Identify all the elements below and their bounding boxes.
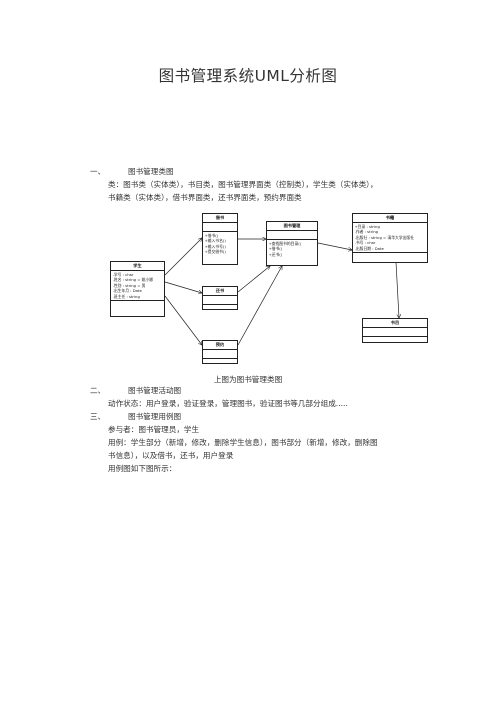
class-operation: +查找图书的目录(): [268, 240, 302, 246]
class-attribute: -姓名 : string = 姚小娜: [112, 277, 154, 283]
class-attribute: -出生年月 : Date: [112, 288, 142, 294]
class-manager-operations: +查找图书的目录() +借书() +还书(): [267, 240, 317, 258]
class-operation: +还书(): [268, 251, 283, 257]
section-2-text: 动作状态：用户登录，验证登录，管理图书，验证图书等几部分组成.....: [108, 399, 348, 408]
class-catalog: 书目: [362, 318, 428, 343]
section-3-text-line-4: 用例图如下图所示：: [108, 464, 177, 473]
section-3-text-line-1: 参与者：图书管理员，学生: [108, 425, 200, 434]
class-attribute: +目录 : string: [354, 223, 380, 229]
class-return: 还书: [202, 286, 238, 310]
class-return-operations: [203, 305, 237, 313]
class-borrow-operations: +借书() +输入书名() +输入书号() +提交借书(): [203, 232, 237, 255]
class-book-attributes: +目录 : string -作者 : string -出版社 : string …: [353, 223, 427, 253]
class-reserve: 预约: [202, 340, 238, 364]
assoc-manager-book: [317, 242, 352, 250]
class-student-attributes: -学号 : char -姓名 : string = 姚小娜 -性别 : stri…: [111, 271, 164, 301]
class-operation: +借书(): [268, 246, 283, 252]
class-reserve-name: 预约: [203, 341, 237, 350]
class-student-operations: [111, 301, 164, 308]
section-2-heading: 图书管理活动图: [128, 386, 182, 395]
class-attribute: -作者 : string: [354, 229, 379, 235]
assoc-book-catalog: [395, 261, 399, 318]
class-operation: +借书(): [204, 232, 219, 238]
class-catalog-operations: [363, 337, 427, 345]
section-3-number: 三、: [90, 412, 106, 421]
class-book: 书籍 +目录 : string -作者 : string -出版社 : stri…: [352, 213, 428, 263]
assoc-student-borrow: [164, 238, 202, 276]
class-attribute: -学号 : char: [112, 271, 134, 277]
class-borrow-name: 借书: [203, 214, 237, 223]
section-3-heading: 图书管理用例图: [128, 412, 182, 421]
page-title: 图书管理系统UML分析图: [158, 67, 338, 85]
class-attribute: -出版社 : string = 清华大学出版社: [354, 234, 415, 240]
assoc-reserve-manager: [237, 266, 282, 346]
section-3-text-line-3: 书信息），以及借书，还书，用户登录: [108, 451, 234, 460]
class-operation: +提交借书(): [204, 249, 226, 255]
class-attribute: -出版日期 : Date: [354, 245, 384, 251]
class-book-operations: [353, 253, 427, 260]
section-2-number: 二、: [90, 386, 106, 395]
section-1-text-line-1: 类：图书类（实体类），书目类，图书管理界面类（控制类），学生类（实体类），: [108, 180, 378, 189]
class-return-name: 还书: [203, 287, 237, 296]
section-3-text-line-2: 用例：学生部分（新增，修改，删除学生信息），图书部分（新增，修改，删除图: [108, 438, 378, 447]
class-borrow-attributes: [203, 223, 237, 232]
class-catalog-name: 书目: [363, 319, 427, 328]
class-return-attributes: [203, 296, 237, 305]
class-attribute: -性别 : string = 男: [112, 282, 146, 288]
section-1-heading: 图书管理类图: [128, 167, 174, 176]
class-reserve-attributes: [203, 350, 237, 359]
assoc-student-reserve: [164, 295, 202, 345]
class-catalog-attributes: [363, 328, 427, 337]
class-attribute: -书号 : char: [354, 240, 376, 246]
class-operation: +输入书号(): [204, 243, 226, 249]
class-reserve-operations: [203, 359, 237, 367]
class-student: 学生 -学号 : char -姓名 : string = 姚小娜 -性别 : s…: [110, 261, 165, 317]
class-manager-name: 图书管理: [267, 222, 317, 231]
assoc-student-return: [164, 281, 202, 293]
class-student-name: 学生: [111, 262, 164, 271]
class-manager: 图书管理 +查找图书的目录() +借书() +还书(): [266, 221, 318, 266]
assoc-return-manager: [237, 266, 270, 293]
class-borrow: 借书 +借书() +输入书名() +输入书号() +提交借书(): [202, 213, 238, 265]
class-manager-attributes: [267, 231, 317, 240]
class-operation: +输入书名(): [204, 238, 226, 244]
section-1-number: 一、: [90, 167, 106, 176]
class-book-name: 书籍: [353, 214, 427, 223]
class-attribute: -班主任 : string: [112, 293, 140, 299]
diagram-caption: 上图为图书管理类图: [213, 375, 283, 384]
section-1-text-line-2: 书籍类（实体类），借书界面类，还书界面类，预约界面类: [108, 193, 302, 202]
